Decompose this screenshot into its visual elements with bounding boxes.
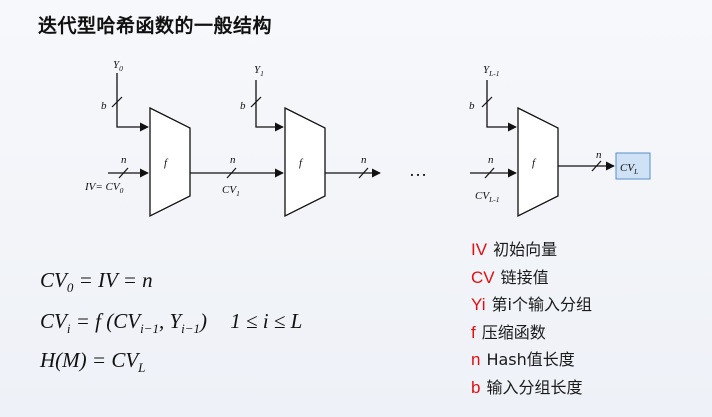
- compression-block-2: [284, 106, 326, 218]
- stageL-b-label: b: [469, 100, 475, 112]
- stageL-y-label: YL-1: [483, 64, 500, 78]
- stage1-n-slash: [118, 167, 129, 179]
- blockL-f-label: f: [532, 157, 537, 169]
- output-n-slash: [591, 160, 602, 172]
- stageL-n-label: n: [488, 154, 494, 166]
- formula-cv0: CV0 = IV = n: [40, 268, 153, 296]
- stage1-n-label: n: [121, 154, 127, 166]
- stageL-b-slash: [481, 96, 493, 108]
- cvl1-label: CVL-1: [475, 190, 499, 204]
- stage-L: YL-1 b f n CVL-1 n CVL: [469, 64, 651, 218]
- stage-1: Y0 b f n IV= CV0: [84, 59, 191, 218]
- cvl-label: CVL: [620, 162, 638, 176]
- block2-f-label: f: [299, 157, 304, 169]
- iv-cv0-label: IV= CV0: [84, 181, 124, 195]
- block1-f-label: f: [164, 157, 169, 169]
- stage2-out-n-label: n: [361, 154, 367, 166]
- output-n-label: n: [596, 149, 602, 161]
- stage2-out-n-slash: [358, 167, 369, 179]
- stage2-b-slash: [250, 96, 262, 108]
- stage1-b-slash: [111, 96, 123, 108]
- formula-cvi: CVi = f (CVi−1, Yi−1) 1 ≤ i ≤ L: [40, 309, 303, 337]
- page-title: 迭代型哈希函数的一般结构: [38, 15, 273, 37]
- iterative-hash-diagram: Y0 b f n IV= CV0 Y1 b f n CV1 n … YL-1 b…: [84, 59, 651, 218]
- stage2-y-arrow: [255, 80, 284, 132]
- stage2-b-label: b: [240, 100, 246, 112]
- stage2-n-slash: [226, 167, 237, 179]
- formula-hm: H(M) = CVL: [40, 348, 146, 376]
- stageL-y-arrow: [486, 80, 517, 132]
- stage2-n-label: n: [230, 154, 236, 166]
- cv1-label: CV1: [222, 184, 240, 198]
- compression-block-1: [149, 106, 191, 218]
- stageL-n-slash: [484, 167, 495, 179]
- stage1-b-label: b: [101, 100, 107, 112]
- stage1-y-label: Y0: [113, 59, 123, 73]
- stage1-y-arrow: [116, 73, 149, 132]
- stage2-y-label: Y1: [254, 64, 264, 78]
- ellipsis: …: [409, 160, 427, 180]
- output-cvl-box: [615, 152, 651, 180]
- compression-block-L: [517, 106, 559, 218]
- stage-2: Y1 b f n CV1 n: [190, 64, 381, 218]
